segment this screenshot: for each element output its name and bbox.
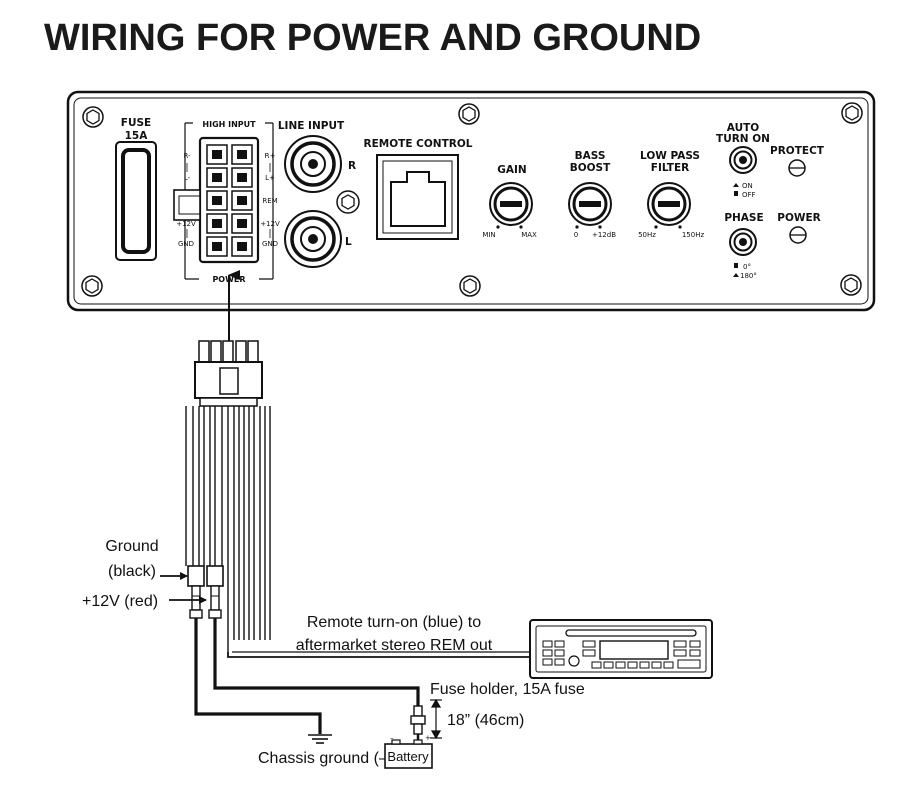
gain-min-label: MIN (482, 231, 495, 239)
pin-label-gnd-left: GND (178, 240, 194, 248)
line-input-r-label: R (348, 160, 356, 172)
pin-label-12v-left: +12V (176, 220, 196, 228)
ground-screw-icon (336, 190, 360, 214)
protect-led-icon (788, 159, 806, 177)
switch-up-icon (733, 273, 739, 277)
gain-knob[interactable] (489, 182, 533, 226)
chassis-ground-label: Chassis ground (–) (258, 750, 393, 767)
auto-turn-on-label-2: TURN ON (716, 133, 770, 145)
remote-control-port[interactable] (376, 154, 459, 240)
phase-switch[interactable] (729, 228, 757, 256)
screw-icon (458, 103, 480, 125)
plus12v-wire-label: +12V (red) (82, 593, 158, 610)
rca-jack-left[interactable] (284, 210, 342, 268)
distance-label: 18” (46cm) (447, 712, 524, 729)
battery-minus-label: – (390, 734, 394, 742)
pin-label-r-minus: R- (183, 152, 191, 160)
pin-label-r-plus: R+ (265, 152, 276, 160)
inline-connector-12v (206, 565, 224, 619)
lpf-max-label: 150Hz (682, 231, 705, 239)
distance-marker (430, 698, 442, 740)
battery-label: Battery (387, 749, 429, 764)
ground-wire-label-1: Ground (105, 538, 158, 555)
remote-wire-label-2: aftermarket stereo REM out (296, 637, 493, 654)
phase-0-label: 0° (743, 263, 751, 271)
screw-icon (82, 106, 104, 128)
lpf-label-1: LOW PASS (640, 150, 700, 162)
fuse-holder-icon (410, 705, 426, 742)
line-input-l-label: L (345, 236, 352, 248)
rca-jack-right[interactable] (284, 135, 342, 193)
pin-label-l-plus: L+ (265, 174, 275, 182)
screw-icon (459, 275, 481, 297)
amplifier-panel: FUSE 15A HIGH INPUT POWER R- L- +12V GND… (66, 90, 876, 312)
battery-plus-label: + (425, 734, 431, 742)
bass-max-label: +12dB (592, 231, 616, 239)
switch-down-icon (734, 191, 738, 196)
fuse-rating: 15A (125, 130, 149, 142)
screw-icon (840, 274, 862, 296)
auto-off-label: OFF (742, 191, 756, 199)
pin-label-12v-right: +12V (260, 220, 280, 228)
gain-max-label: MAX (521, 231, 537, 239)
fuse-label: FUSE (121, 117, 151, 129)
phase-label: PHASE (724, 212, 763, 224)
phase-180-label: 180° (740, 272, 757, 280)
high-input-connector[interactable] (173, 136, 260, 264)
wire-harness (185, 406, 271, 652)
bass-boost-label-1: BASS (575, 150, 606, 162)
screw-icon (841, 102, 863, 124)
remote-control-label: REMOTE CONTROL (364, 138, 473, 150)
lpf-min-label: 50Hz (638, 231, 656, 239)
fuse-holder-label: Fuse holder, 15A fuse (430, 681, 585, 698)
bass-boost-knob[interactable] (568, 182, 612, 226)
battery-icon (384, 739, 433, 769)
auto-on-label: ON (742, 182, 753, 190)
stereo-head-unit-icon (529, 619, 713, 679)
bass-min-label: 0 (574, 231, 578, 239)
harness-plug (194, 340, 263, 407)
bass-boost-label-2: BOOST (570, 162, 611, 174)
remote-wire-label-1: Remote turn-on (blue) to (307, 614, 481, 631)
pin-label-l-minus: L- (184, 174, 191, 182)
pin-label-rem: REM (262, 197, 277, 205)
ground-wire (194, 618, 322, 734)
ground-wire-label-2: (black) (108, 563, 156, 580)
lpf-label-2: FILTER (651, 162, 689, 174)
pin-label-gnd-right: GND (262, 240, 278, 248)
low-pass-filter-knob[interactable] (647, 182, 691, 226)
chassis-ground-icon (308, 734, 332, 744)
power-wire (213, 618, 420, 706)
switch-up-icon (733, 183, 739, 187)
remote-wire (227, 652, 530, 658)
fuse-slot (115, 141, 157, 261)
inline-connector-ground (187, 565, 205, 619)
power-led-label: POWER (777, 212, 820, 224)
high-input-label: HIGH INPUT (202, 120, 256, 129)
line-input-label: LINE INPUT (278, 120, 345, 132)
page-title: WIRING FOR POWER AND GROUND (44, 17, 701, 59)
protect-label: PROTECT (770, 145, 825, 157)
gain-label: GAIN (497, 164, 526, 176)
switch-down-icon (734, 263, 738, 268)
auto-turn-on-switch[interactable] (729, 146, 757, 174)
power-led-icon (789, 226, 807, 244)
screw-icon (81, 275, 103, 297)
auto-turn-on-label-1: AUTO (727, 122, 759, 134)
